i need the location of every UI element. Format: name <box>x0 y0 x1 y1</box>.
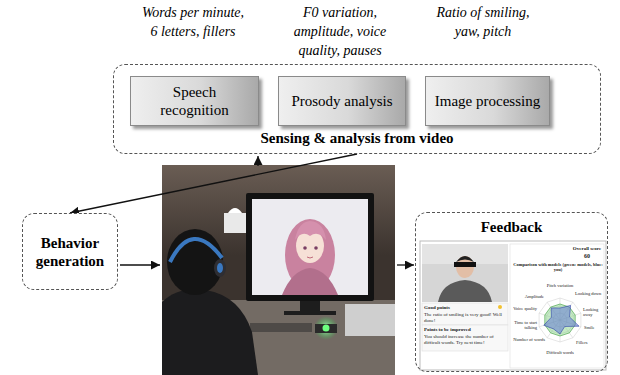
axis-label: Looking away <box>583 307 605 317</box>
feature-list: Ratio of smiling, yaw, pitch <box>427 3 539 41</box>
process-box: Speech recognition <box>130 76 259 126</box>
feedback-screenshot <box>420 241 606 370</box>
group-box: Sensing & analysis from video Speech reco… <box>113 64 601 154</box>
screen-text: Points to be improved <box>424 327 506 333</box>
process-box: Behavior generation <box>22 213 118 290</box>
process-box: Image processing <box>425 76 550 126</box>
axis-label: Number of words <box>511 337 545 342</box>
axis-label: Fillers <box>576 340 601 345</box>
box-label: Prosody analysis <box>291 92 392 110</box>
axis-label: Voice quality <box>510 306 537 311</box>
screen-text: Overall score <box>570 246 604 252</box>
setup-photo <box>162 165 395 375</box>
feature-list: Words per minute, 6 letters, fillers <box>137 3 249 41</box>
screen-text: Good points <box>424 305 494 311</box>
axis-label: Looking down <box>575 291 605 296</box>
screen-text: Comparison with models (green: models, b… <box>512 262 604 272</box>
screen-text: The ratio of smiling is very good! Well … <box>424 312 506 323</box>
box-title: Behavior generation <box>29 234 111 270</box>
feature-list: F0 variation, amplitude, voice quality, … <box>286 3 394 60</box>
axis-label: Pitch variation <box>540 283 580 288</box>
axis-label: Difficult words <box>542 350 578 355</box>
process-box: Prosody analysis <box>278 76 406 126</box>
axis-label: Amplitude <box>510 294 544 299</box>
axis-label: Smile <box>584 325 604 330</box>
screen-text: You should increase the number of diffic… <box>424 334 506 345</box>
box-title: Feedback <box>481 218 543 236</box>
feedback-panel: Feedback <box>415 212 608 372</box>
box-title: Sensing & analysis from video <box>114 129 600 147</box>
flow-arrow <box>70 154 357 213</box>
box-label: Speech recognition <box>137 83 252 119</box>
score-value: 60 <box>578 253 596 260</box>
box-label: Image processing <box>435 92 540 110</box>
axis-label: Time to start talking <box>510 320 537 330</box>
